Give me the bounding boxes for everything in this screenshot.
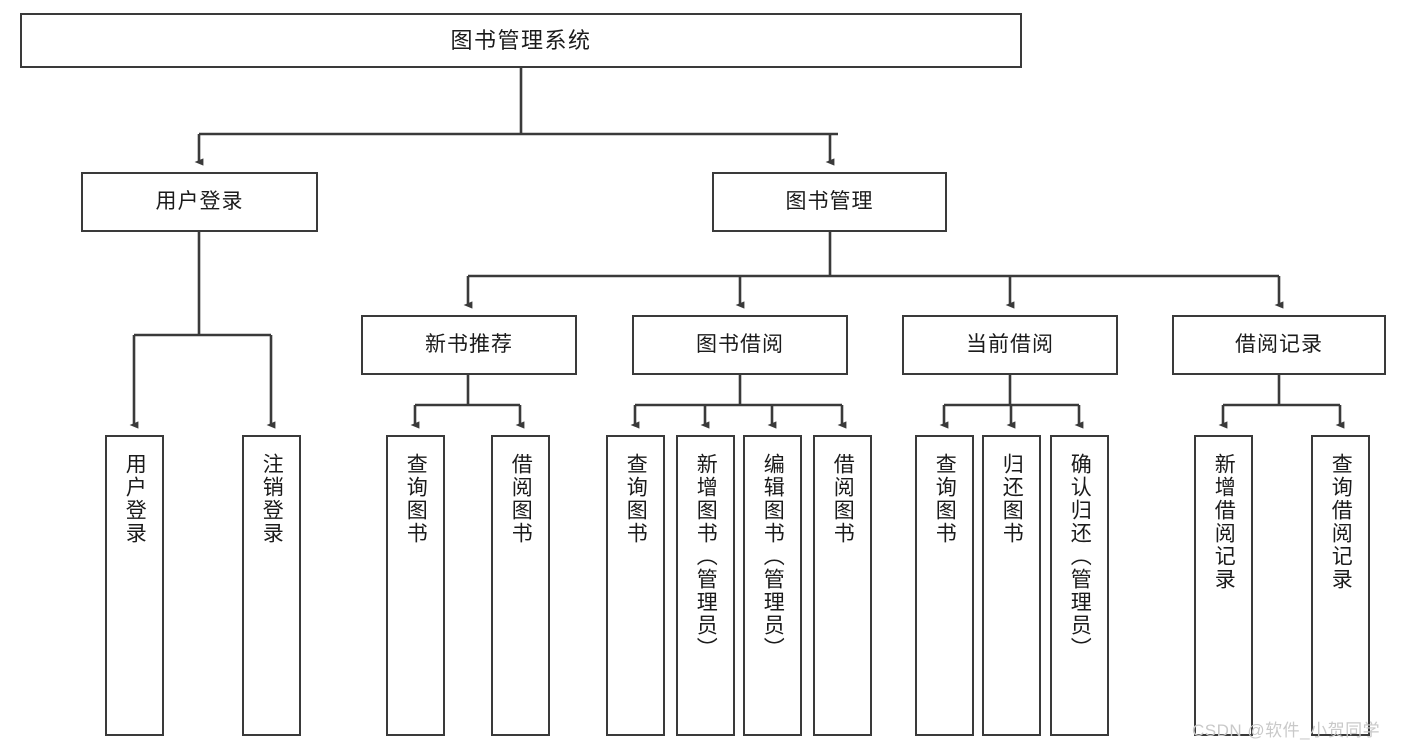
node-book-borrow[interactable]: 图书借阅 bbox=[632, 315, 848, 375]
node-leaf-recommend-query-book[interactable]: 查询图书 bbox=[386, 435, 445, 736]
node-label: 编辑图书（管理员） bbox=[761, 453, 785, 660]
node-new-book-recommend[interactable]: 新书推荐 bbox=[361, 315, 577, 375]
node-leaf-current-return-book[interactable]: 归还图书 bbox=[982, 435, 1041, 736]
node-current-borrow[interactable]: 当前借阅 bbox=[902, 315, 1118, 375]
node-borrow-record[interactable]: 借阅记录 bbox=[1172, 315, 1386, 375]
node-leaf-record-query[interactable]: 查询借阅记录 bbox=[1311, 435, 1370, 736]
node-label: 查询借阅记录 bbox=[1329, 453, 1353, 591]
node-leaf-borrow-edit-book[interactable]: 编辑图书（管理员） bbox=[743, 435, 802, 736]
node-label: 图书管理系统 bbox=[450, 27, 592, 53]
node-label: 当前借阅 bbox=[966, 332, 1054, 356]
node-label: 确认归还（管理员） bbox=[1068, 453, 1092, 660]
node-label: 借阅图书 bbox=[831, 453, 855, 545]
node-label: 借阅图书 bbox=[509, 453, 533, 545]
node-label: 图书借阅 bbox=[696, 332, 784, 356]
node-user-login[interactable]: 用户登录 bbox=[81, 172, 318, 232]
node-label: 新书推荐 bbox=[425, 332, 513, 356]
node-label: 查询图书 bbox=[933, 453, 957, 545]
node-leaf-recommend-borrow-book[interactable]: 借阅图书 bbox=[491, 435, 550, 736]
node-label: 注销登录 bbox=[260, 453, 284, 545]
node-label: 归还图书 bbox=[1000, 453, 1024, 545]
node-leaf-user-login[interactable]: 用户登录 bbox=[105, 435, 164, 736]
node-leaf-user-logout[interactable]: 注销登录 bbox=[242, 435, 301, 736]
node-label: 图书管理 bbox=[785, 189, 874, 213]
node-root-system[interactable]: 图书管理系统 bbox=[20, 13, 1022, 68]
node-leaf-record-add[interactable]: 新增借阅记录 bbox=[1194, 435, 1253, 736]
node-label: 查询图书 bbox=[404, 453, 428, 545]
node-leaf-current-query-book[interactable]: 查询图书 bbox=[915, 435, 974, 736]
node-leaf-borrow-borrow-book[interactable]: 借阅图书 bbox=[813, 435, 872, 736]
node-leaf-borrow-query-book[interactable]: 查询图书 bbox=[606, 435, 665, 736]
node-label: 用户登录 bbox=[155, 189, 244, 213]
node-label: 借阅记录 bbox=[1235, 332, 1323, 356]
node-label: 用户登录 bbox=[123, 453, 147, 545]
node-label: 查询图书 bbox=[624, 453, 648, 545]
node-leaf-current-confirm-return[interactable]: 确认归还（管理员） bbox=[1050, 435, 1109, 736]
node-label: 新增图书（管理员） bbox=[694, 453, 718, 660]
node-leaf-borrow-add-book[interactable]: 新增图书（管理员） bbox=[676, 435, 735, 736]
node-book-management[interactable]: 图书管理 bbox=[712, 172, 947, 232]
node-label: 新增借阅记录 bbox=[1212, 453, 1236, 591]
